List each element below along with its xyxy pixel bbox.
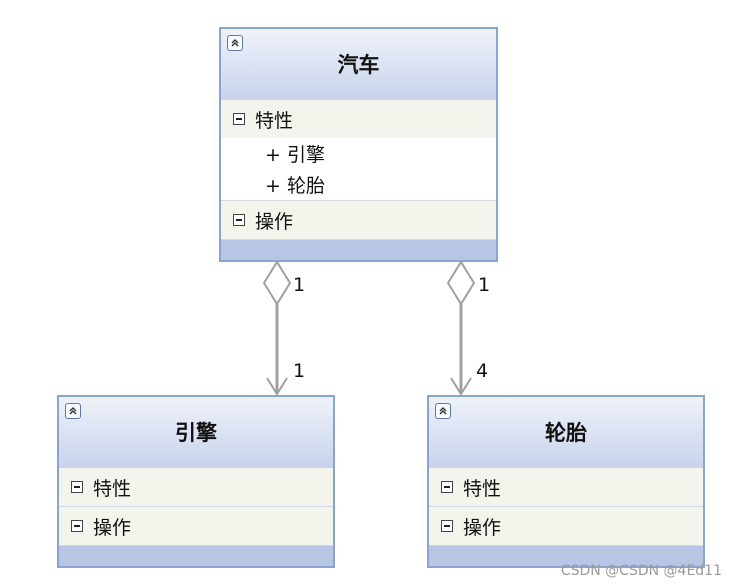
section-label: 特性: [463, 477, 502, 500]
operations-section[interactable]: 操作: [59, 506, 333, 545]
attribute-item[interactable]: + 引擎: [221, 138, 496, 169]
class-header: 轮胎: [429, 397, 703, 467]
collapse-icon[interactable]: [227, 35, 243, 51]
class-title: 引擎: [175, 421, 217, 445]
operations-section[interactable]: 操作: [221, 200, 496, 239]
aggregation-diamond-engine: [262, 260, 292, 306]
multiplicity-car-engine: 1: [293, 274, 306, 296]
collapse-icon[interactable]: [65, 403, 81, 419]
aggregation-diamond-tire: [446, 260, 476, 306]
arrowhead-engine: [266, 377, 288, 396]
collapse-section-icon[interactable]: [441, 520, 453, 532]
section-label: 操作: [463, 516, 502, 539]
multiplicity-car-tire: 1: [478, 274, 491, 296]
attribute-item[interactable]: + 轮胎: [221, 169, 496, 200]
class-car[interactable]: 汽车 特性 + 引擎 + 轮胎 操作: [219, 27, 498, 262]
arrowhead-tire: [450, 377, 472, 396]
section-label: 特性: [255, 109, 294, 132]
class-header: 引擎: [59, 397, 333, 467]
class-title: 汽车: [337, 53, 380, 77]
watermark: CSDN @CSDN @4Ed11: [560, 563, 722, 579]
section-label: 操作: [93, 516, 132, 539]
collapse-icon[interactable]: [435, 403, 451, 419]
collapse-section-icon[interactable]: [233, 214, 245, 226]
multiplicity-engine: 1: [293, 360, 306, 382]
attributes-section[interactable]: 特性: [221, 99, 496, 138]
multiplicity-tire: 4: [476, 360, 489, 382]
section-label: 特性: [93, 477, 132, 500]
collapse-section-icon[interactable]: [71, 481, 83, 493]
operations-section[interactable]: 操作: [429, 506, 703, 545]
class-header: 汽车: [221, 29, 496, 99]
section-label: 操作: [255, 210, 294, 233]
class-title: 轮胎: [545, 421, 587, 445]
class-footer: [429, 545, 703, 566]
class-footer: [221, 239, 496, 260]
class-footer: [59, 545, 333, 566]
class-tire[interactable]: 轮胎 特性 操作: [427, 395, 705, 568]
collapse-section-icon[interactable]: [71, 520, 83, 532]
collapse-section-icon[interactable]: [441, 481, 453, 493]
class-engine[interactable]: 引擎 特性 操作: [57, 395, 335, 568]
attributes-section[interactable]: 特性: [59, 467, 333, 506]
collapse-section-icon[interactable]: [233, 113, 245, 125]
attributes-section[interactable]: 特性: [429, 467, 703, 506]
